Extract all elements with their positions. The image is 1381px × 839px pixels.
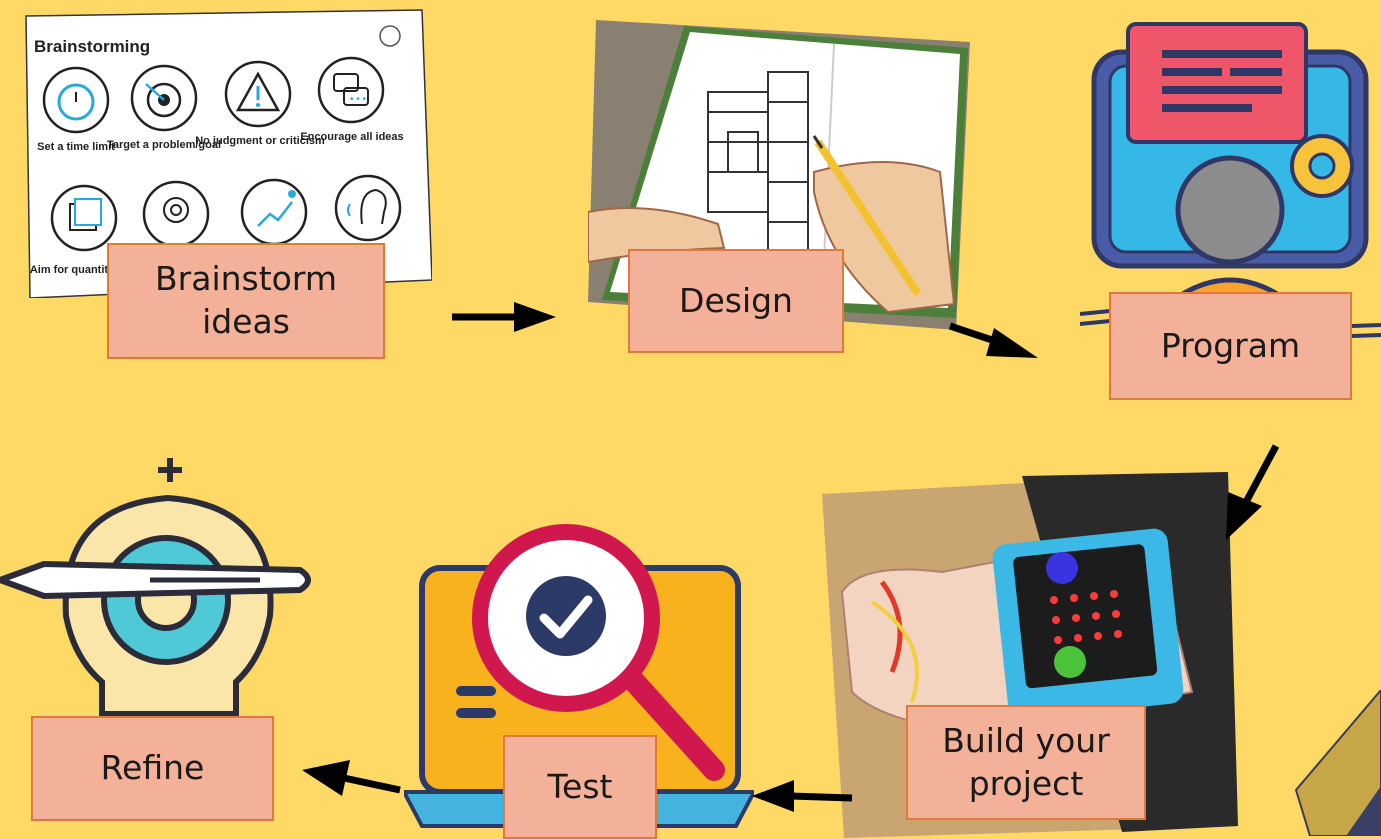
arrow-design-to-program xyxy=(946,318,1040,364)
step-label-test: Test xyxy=(503,735,657,839)
decorative-corner-shape xyxy=(1290,690,1381,836)
arrow-test-to-refine xyxy=(300,756,404,800)
brainstorm-item-5: Aim for quantity xyxy=(30,264,115,276)
programmer-monitor-image xyxy=(1080,20,1380,400)
brainstorming-title: Brainstorming xyxy=(34,37,150,56)
step-label-program: Program xyxy=(1109,292,1352,400)
arrow-program-to-build xyxy=(1216,442,1280,542)
brainstorming-card-image: Brainstorming • • • Set a time limit xyxy=(12,8,432,298)
warning-icon xyxy=(224,60,292,128)
gear-icon xyxy=(1290,134,1354,198)
stopwatch-icon xyxy=(42,66,110,134)
brainstorm-item-2: Target a problem/goal xyxy=(107,139,221,151)
chat-bubbles-icon: • • • xyxy=(317,56,385,124)
brainstorm-item-3: No judgment or criticism xyxy=(195,135,325,147)
target-icon xyxy=(130,64,198,132)
gear-icon xyxy=(101,535,231,665)
arrow-build-to-test xyxy=(750,776,856,814)
speaking-head-icon xyxy=(334,174,402,242)
svg-text:• • •: • • • xyxy=(350,94,367,105)
documents-stack-icon xyxy=(50,184,118,252)
step-label-design: Design xyxy=(628,249,844,353)
brainstorm-item-1: Set a time limit xyxy=(37,141,115,153)
refine-lightbulb-gear-image xyxy=(0,452,320,722)
program-side-lines xyxy=(1352,318,1381,342)
checkmark-icon xyxy=(526,576,606,656)
brainstorm-item-4: Encourage all ideas xyxy=(300,131,403,143)
arrow-brainstorm-to-design xyxy=(448,298,558,336)
step-label-build: Build your project xyxy=(906,705,1146,820)
step-label-brainstorm: Brainstorm ideas xyxy=(107,243,385,359)
design-sketch-image xyxy=(588,12,973,330)
step-label-refine: Refine xyxy=(31,716,274,821)
